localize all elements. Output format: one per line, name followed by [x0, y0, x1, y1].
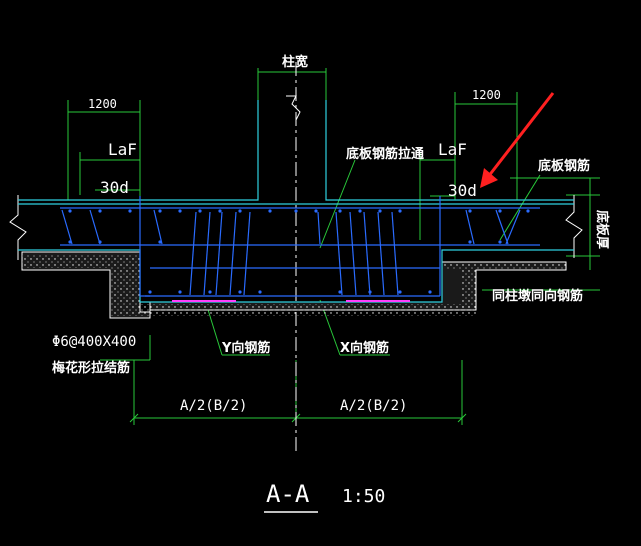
rebar-dots [68, 209, 530, 294]
half-right-label: A/2(B/2) [340, 398, 407, 414]
right-break-line [565, 195, 583, 258]
dim-1200-right-label: 1200 [472, 88, 501, 102]
same-column-rebar-label: 同柱墩同向钢筋 [492, 288, 583, 304]
cushion-hatch [21, 251, 567, 319]
30d-right-label: 30d [448, 181, 477, 200]
dim-1200-left-label: 1200 [88, 97, 117, 111]
scale-label: 1:50 [342, 486, 385, 507]
laf-left-label: LaF [108, 140, 137, 159]
slab-thickness-label: 底板厚 [594, 210, 610, 249]
30d-left-label: 30d [100, 178, 129, 197]
dimension-lines [67, 68, 600, 425]
rebar-group [60, 196, 540, 297]
concrete-outline [18, 100, 574, 303]
tie-spec-label: Φ6@400X400 [52, 334, 136, 350]
y-rebar-label: Y向钢筋 [221, 340, 270, 356]
column-break-line [286, 95, 301, 126]
x-rebar-label: X向钢筋 [340, 340, 389, 356]
tie-desc-label: 梅花形拉结筋 [52, 360, 130, 376]
red-arrow-annotation [480, 92, 555, 188]
slab-rebar-label: 底板钢筋 [538, 158, 590, 174]
half-left-label: A/2(B/2) [180, 398, 247, 414]
left-break-line [9, 195, 27, 260]
laf-right-label: LaF [438, 140, 467, 159]
slab-rebar-through-label: 底板钢筋拉通 [346, 146, 424, 162]
section-title-label: A-A [266, 480, 310, 508]
column-width-label: 柱宽 [282, 54, 308, 70]
